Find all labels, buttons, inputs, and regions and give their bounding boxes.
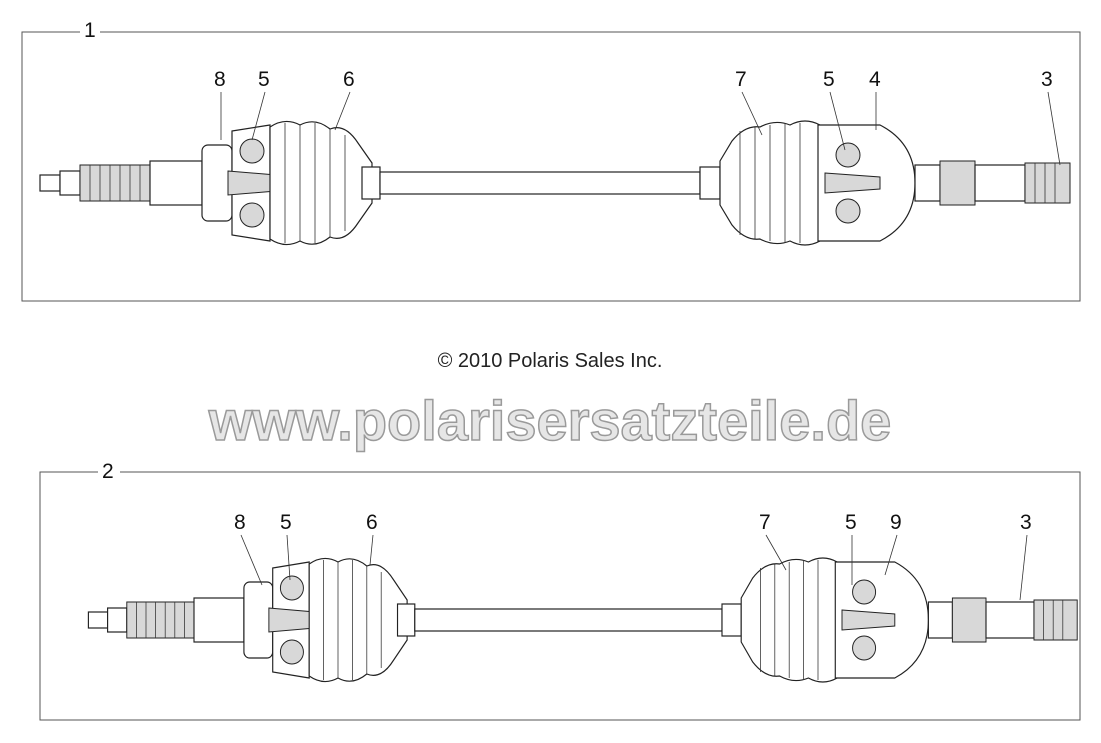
assembly-number: 2 — [102, 460, 114, 483]
callout: 5 — [258, 68, 270, 91]
callout: 6 — [343, 68, 355, 91]
copyright-text: © 2010 Polaris Sales Inc. — [438, 350, 663, 372]
callout: 3 — [1020, 511, 1032, 534]
callout: 8 — [214, 68, 226, 91]
callout: 5 — [280, 511, 292, 534]
callout: 4 — [869, 68, 881, 91]
callout: 3 — [1041, 68, 1053, 91]
assembly-1-frame — [21, 31, 1081, 302]
callout: 6 — [366, 511, 378, 534]
callout: 5 — [823, 68, 835, 91]
assembly-number: 1 — [84, 19, 96, 42]
assembly-2: 2 8 5 6 7 5 9 3 — [39, 460, 1081, 721]
callout: 9 — [890, 511, 902, 534]
assembly-2-frame — [39, 471, 1081, 721]
callout: 5 — [845, 511, 857, 534]
watermark: www.polarisersatzteile.de — [208, 389, 892, 452]
axle-drawing — [39, 120, 1071, 246]
assembly-1: 1 8 5 6 7 5 4 3 — [21, 19, 1081, 302]
callout: 8 — [234, 511, 246, 534]
callout: 7 — [759, 511, 771, 534]
callout: 7 — [735, 68, 747, 91]
axle-drawing — [87, 557, 1078, 683]
